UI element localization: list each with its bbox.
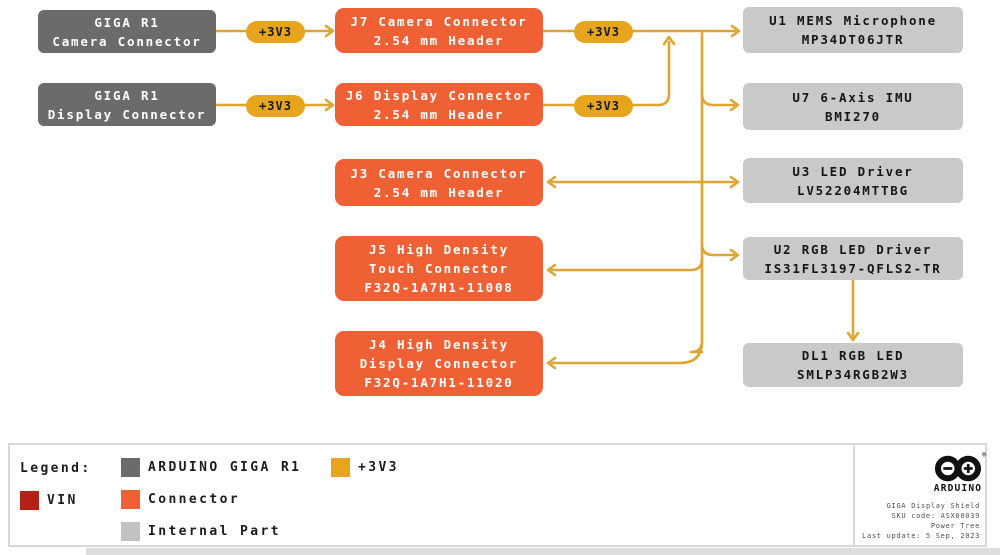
wire-j6-riser [541,40,671,107]
node-line: GIGA R1 [94,14,160,30]
node-line: 2.54 mm Header [373,32,505,48]
legend-swatch-3v3 [331,458,350,477]
arrow-into-dl1 [846,331,860,342]
node-line: J7 Camera Connector [350,13,528,29]
registered-mark: ® [982,451,987,459]
node-line: F32Q-1A7H1-11008 [364,280,514,295]
node-line: Touch Connector [369,261,509,276]
node-giga-r1-display-connector: GIGA R1 Display Connector [38,83,216,126]
node-line: SMLP34RGB2W3 [797,367,909,382]
node-u7-imu: U7 6-Axis IMU BMI270 [743,83,963,130]
brand-info: GIGA Display Shield SKU code: ASX00039 P… [862,501,980,541]
legend-label-giga: ARDUINO GIGA R1 [148,460,302,475]
node-j4-display-connector: J4 High Density Display Connector F32Q-1… [335,331,543,396]
node-line: MP34DT06JTR [801,32,905,47]
arrow-into-u3 [729,175,740,189]
page-below-strip [86,548,1000,555]
node-line: GIGA R1 [94,87,160,103]
node-u2-rgb-led-driver: U2 RGB LED Driver IS31FL3197-QFLS2-TR [743,237,963,280]
node-u3-led-driver: U3 LED Driver LV52204MTTBG [743,158,963,203]
power-rail-badge: +3V3 [246,21,305,43]
legend-label-connector: Connector [148,492,241,507]
legend-swatch-internal [121,522,140,541]
arrow-into-u1 [730,24,741,38]
node-line: Display Connector [359,356,519,371]
power-rail-badge: +3V3 [574,21,633,43]
node-line: LV52204MTTBG [797,182,909,198]
node-line: F32Q-1A7H1-11020 [364,375,514,390]
node-line: Camera Connector [52,33,202,49]
arrow-into-j7 [324,24,335,38]
node-line: U3 LED Driver [792,163,914,179]
node-line: J4 High Density [369,337,509,352]
node-line: J3 Camera Connector [350,165,528,181]
node-line: J6 Display Connector [345,87,533,103]
brand-info-line: GIGA Display Shield [886,502,980,510]
arrow-into-u7 [729,98,740,112]
arrow-up-riser [662,35,676,46]
node-u1-mems-microphone: U1 MEMS Microphone MP34DT06JTR [743,7,963,53]
wire-branch-u2 [700,242,736,257]
node-line: U7 6-Axis IMU [792,89,914,105]
node-giga-r1-camera-connector: GIGA R1 Camera Connector [38,10,216,53]
legend-label-internal: Internal Part [148,524,281,539]
legend-label-3v3: +3V3 [358,460,399,475]
legend-divider [853,445,855,545]
node-line: BMI270 [825,108,881,124]
arrow-into-u2 [729,248,740,262]
node-line: IS31FL3197-QFLS2-TR [764,260,942,276]
wire-branch-u7 [700,92,736,107]
brand-info-line: Power Tree [930,522,980,530]
legend-swatch-connector [121,490,140,509]
node-line: U1 MEMS Microphone [769,13,937,28]
node-j3-camera-connector: J3 Camera Connector 2.54 mm Header [335,159,543,206]
arrow-into-j4 [546,356,557,370]
node-j5-touch-connector: J5 High Density Touch Connector F32Q-1A7… [335,236,543,301]
node-j7-camera-connector: J7 Camera Connector 2.54 mm Header [335,8,543,53]
power-rail-badge: +3V3 [246,95,305,117]
power-rail-badge: +3V3 [574,95,633,117]
node-line: 2.54 mm Header [373,184,505,200]
node-line: 2.54 mm Header [373,106,505,122]
node-line: DL1 RGB LED [801,348,905,363]
arduino-logo-icon [934,455,982,482]
brand-name: ARDUINO [933,483,983,494]
node-line: Display Connector [47,106,207,122]
node-dl1-rgb-led: DL1 RGB LED SMLP34RGB2W3 [743,343,963,387]
legend-swatch-giga [121,458,140,477]
legend-title: Legend: [20,461,92,476]
power-wires [214,24,860,370]
arrow-into-j3 [546,175,557,189]
wire-branch-j5 [550,257,704,272]
legend-box: Legend: VIN ARDUINO GIGA R1 Connector In… [8,443,987,547]
node-line: U2 RGB LED Driver [773,241,933,257]
arrow-into-j5 [546,263,557,277]
arrow-into-j6 [324,98,335,112]
legend-label-vin: VIN [47,493,78,508]
brand-info-line: Last update: 5 Sep, 2023 [862,532,980,540]
legend-swatch-vin [20,491,39,510]
node-line: J5 High Density [369,242,509,257]
node-j6-display-connector: J6 Display Connector 2.54 mm Header [335,83,543,126]
brand-info-line: SKU code: ASX00039 [891,512,980,520]
wire-trunk [550,29,704,365]
